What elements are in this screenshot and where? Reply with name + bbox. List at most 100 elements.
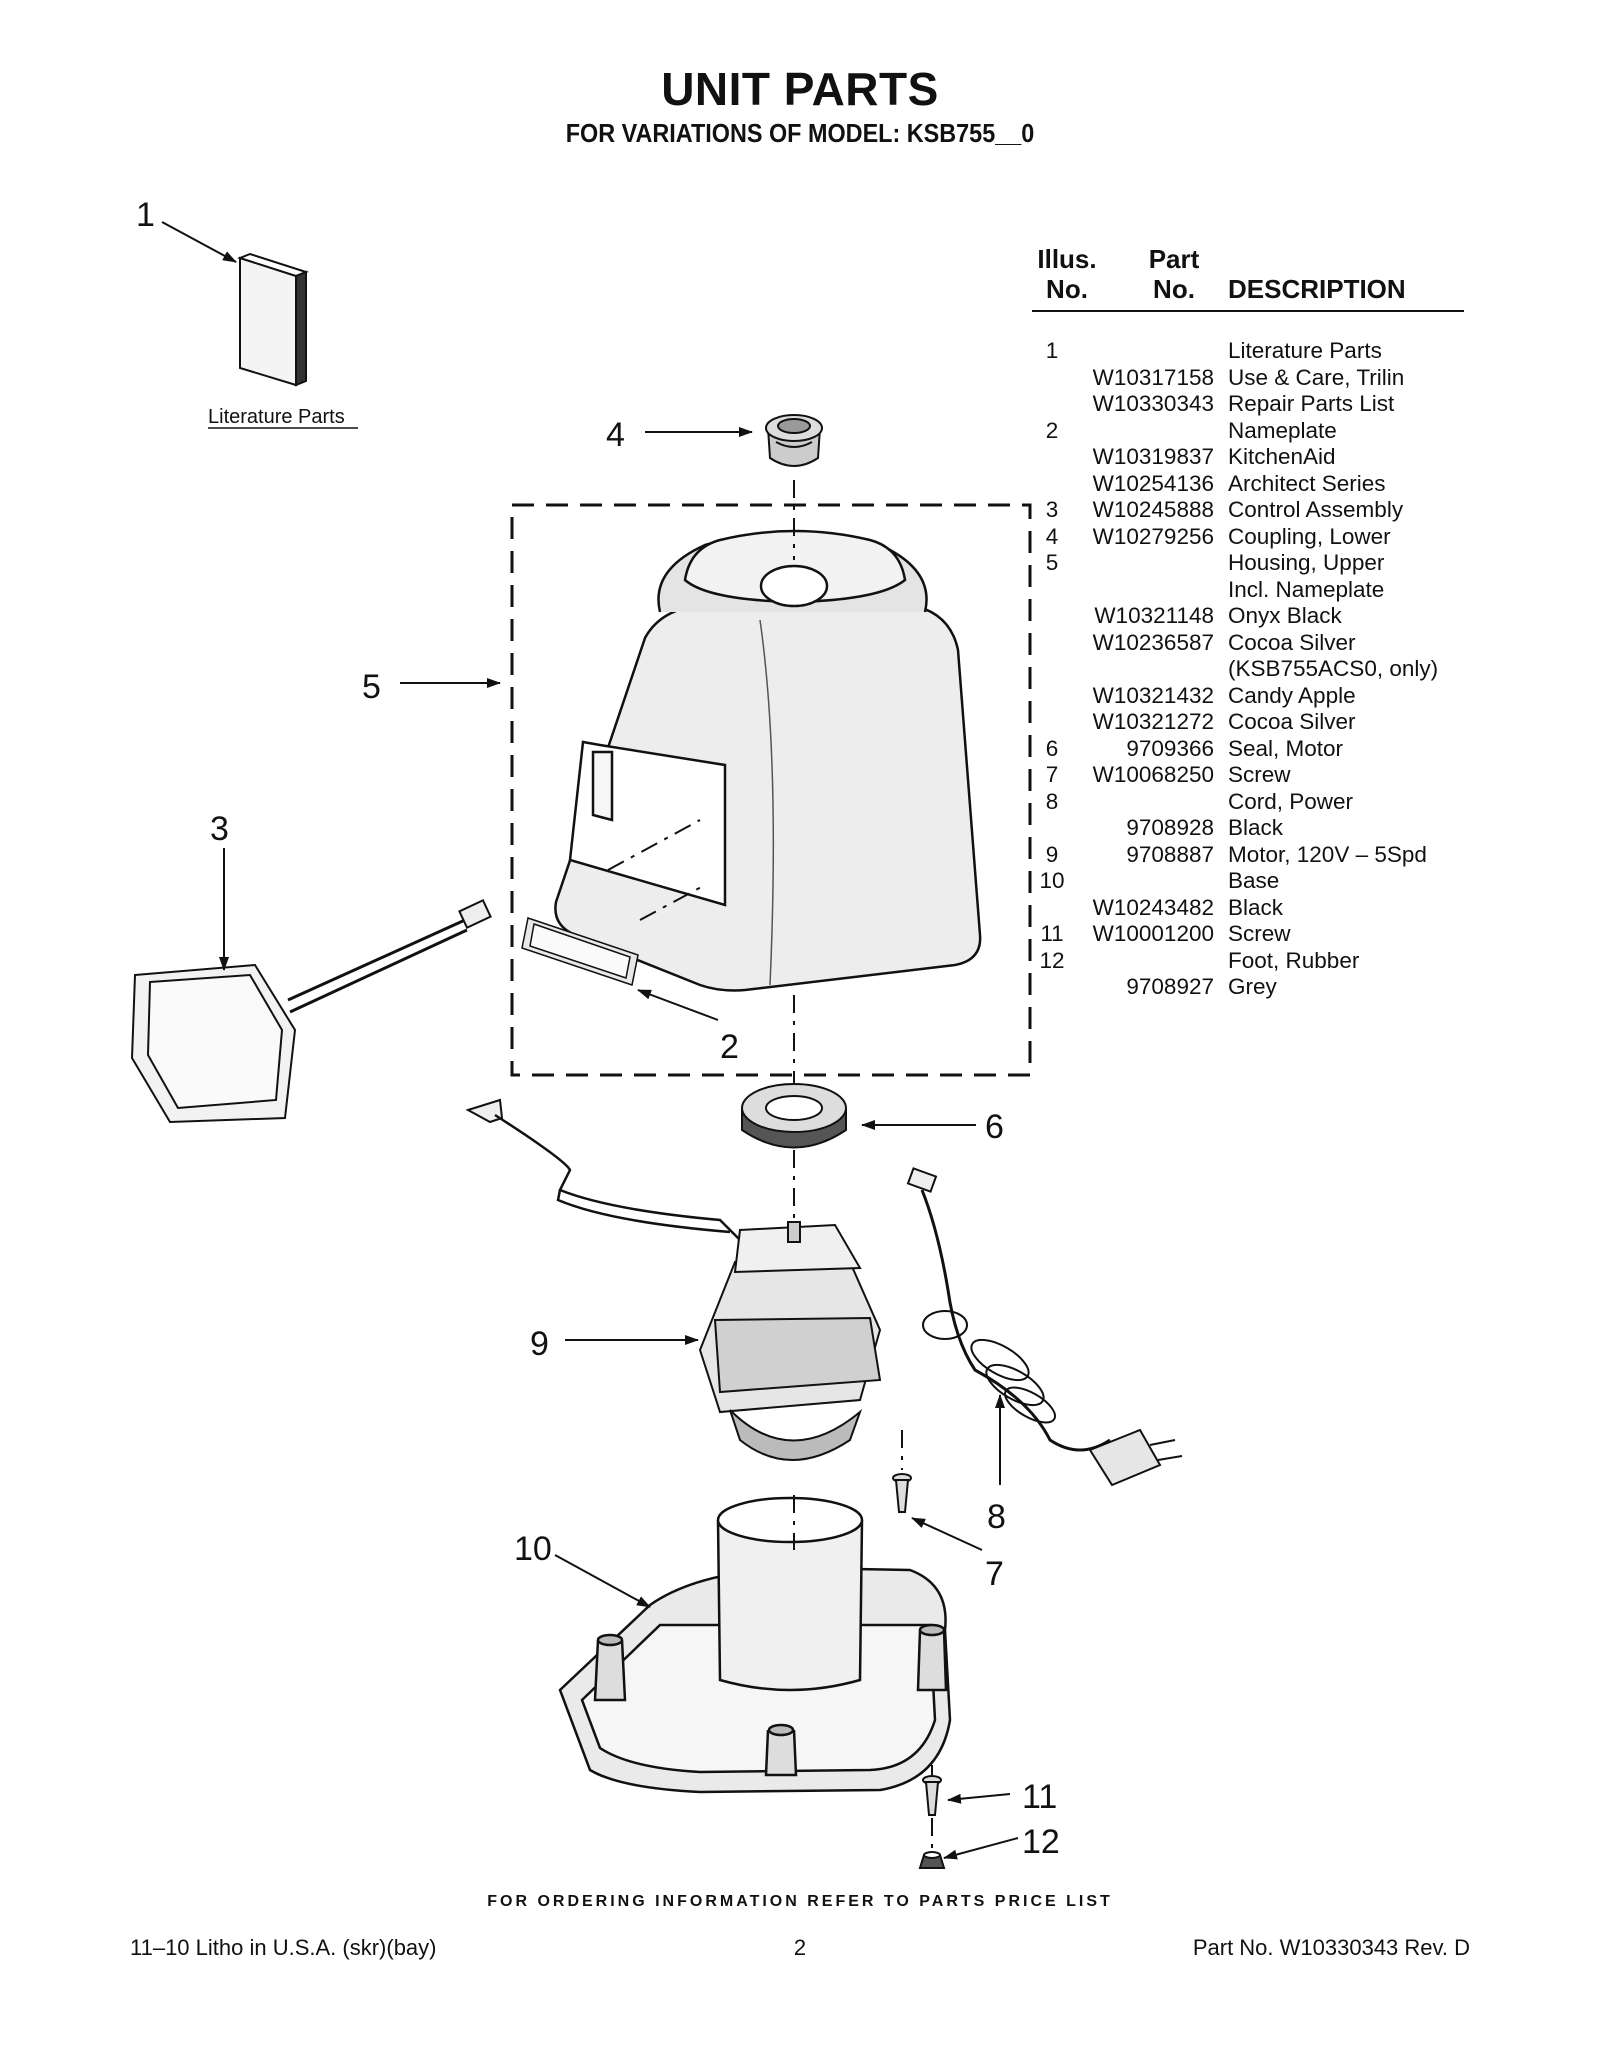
coupling-lower bbox=[765, 414, 823, 467]
callout-6: 6 bbox=[985, 1108, 1004, 1146]
power-cord bbox=[906, 1167, 1183, 1487]
table-row: W10243482 Black bbox=[1032, 895, 1472, 922]
rubber-foot bbox=[918, 1851, 946, 1869]
illus-no-cell: 11 bbox=[1040, 921, 1064, 946]
part-no-cell: 9708887 bbox=[1126, 841, 1214, 867]
upper-housing bbox=[554, 529, 982, 992]
part-no-cell: W10321272 bbox=[1092, 709, 1214, 734]
part-no-cell: W10330343 bbox=[1092, 391, 1214, 416]
part-no-cell: W10254136 bbox=[1092, 470, 1214, 496]
control-assembly bbox=[130, 899, 492, 1124]
illus-no-cell: 6 bbox=[1045, 735, 1059, 761]
description-cell: Cocoa Silver bbox=[1228, 709, 1356, 734]
table-row: (KSB755ACS0, only) bbox=[1032, 656, 1472, 683]
description-cell: Black bbox=[1228, 815, 1284, 840]
description-cell: Foot, Rubber bbox=[1228, 947, 1360, 973]
part-no-cell: 9709366 bbox=[1126, 735, 1214, 761]
callout-11: 11 bbox=[1022, 1778, 1057, 1816]
table-row: 6 9709366 Seal, Motor bbox=[1032, 736, 1472, 763]
callout-2: 2 bbox=[720, 1028, 739, 1066]
table-row: 7 W10068250 Screw bbox=[1032, 762, 1472, 789]
part-no-cell: 9708927 bbox=[1126, 974, 1214, 999]
table-row: 1 Literature Parts bbox=[1032, 338, 1472, 365]
screw-11 bbox=[922, 1775, 942, 1816]
assembly-axes bbox=[607, 480, 933, 1850]
base bbox=[558, 1496, 952, 1794]
motor bbox=[465, 1098, 882, 1461]
header-illus-no: Illus. No. bbox=[1037, 244, 1097, 304]
header-part-no: Part No. bbox=[1148, 244, 1200, 304]
header-rule bbox=[1032, 310, 1464, 312]
description-cell: (KSB755ACS0, only) bbox=[1228, 656, 1439, 681]
illus-no-cell: 7 bbox=[1045, 762, 1059, 787]
illus-no-cell: 9 bbox=[1045, 841, 1059, 867]
illus-no-cell: 8 bbox=[1045, 788, 1059, 814]
part-no-cell: W10319837 bbox=[1092, 444, 1214, 469]
description-cell: Screw bbox=[1228, 921, 1291, 946]
description-cell: Base bbox=[1228, 868, 1280, 893]
table-row: Incl. Nameplate bbox=[1032, 577, 1472, 604]
nameplate bbox=[521, 917, 639, 986]
description-cell: Use & Care, Trilin bbox=[1228, 364, 1405, 390]
callout-leaders bbox=[161, 221, 1019, 1860]
callout-10: 10 bbox=[514, 1530, 552, 1568]
part-no-cell: 9708928 bbox=[1126, 815, 1214, 840]
part-no-cell: W10068250 bbox=[1092, 762, 1214, 787]
illus-no-cell: 12 bbox=[1039, 947, 1065, 973]
description-cell: Black bbox=[1228, 894, 1284, 920]
description-cell: KitchenAid bbox=[1228, 444, 1336, 469]
part-no-cell: W10317158 bbox=[1092, 364, 1214, 390]
illus-no-cell: 2 bbox=[1045, 417, 1059, 443]
footer-part-number: Part No. W10330343 Rev. D bbox=[1192, 1935, 1470, 1960]
table-row: W10321148 Onyx Black bbox=[1032, 603, 1472, 630]
table-row: 11 W10001200 Screw bbox=[1032, 921, 1472, 948]
ordering-note: FOR ORDERING INFORMATION REFER TO PARTS … bbox=[487, 1893, 1113, 1910]
callout-5: 5 bbox=[362, 668, 381, 706]
description-cell: Seal, Motor bbox=[1228, 735, 1344, 761]
table-row: 9708927 Grey bbox=[1032, 974, 1472, 1001]
page-subtitle: FOR VARIATIONS OF MODEL: KSB755__0 bbox=[565, 118, 1035, 148]
screw-7 bbox=[892, 1473, 912, 1513]
motor-seal bbox=[741, 1083, 847, 1149]
description-cell: Onyx Black bbox=[1228, 603, 1342, 628]
part-no-cell: W10001200 bbox=[1092, 921, 1214, 946]
footer-litho: 11–10 Litho in U.S.A. (skr)(bay) bbox=[130, 1935, 437, 1960]
description-cell: Candy Apple bbox=[1228, 682, 1356, 708]
page-title: UNIT PARTS bbox=[661, 63, 939, 115]
description-cell: Motor, 120V – 5Spd bbox=[1228, 841, 1427, 867]
callout-4: 4 bbox=[606, 416, 625, 454]
page-number: 2 bbox=[793, 1935, 807, 1960]
description-cell: Housing, Upper bbox=[1228, 550, 1385, 575]
callout-7: 7 bbox=[985, 1555, 1004, 1593]
description-cell: Coupling, Lower bbox=[1228, 523, 1391, 549]
callout-8: 8 bbox=[987, 1498, 1006, 1536]
table-row: 12 Foot, Rubber bbox=[1032, 948, 1472, 975]
table-row: W10254136 Architect Series bbox=[1032, 471, 1472, 498]
description-cell: Architect Series bbox=[1228, 470, 1386, 496]
illus-no-cell: 1 bbox=[1045, 338, 1059, 363]
description-cell: Cocoa Silver bbox=[1228, 629, 1356, 655]
table-row: W10319837 KitchenAid bbox=[1032, 444, 1472, 471]
table-row: W10321272 Cocoa Silver bbox=[1032, 709, 1472, 736]
literature-caption: Literature Parts bbox=[208, 406, 345, 428]
description-cell: Grey bbox=[1228, 974, 1277, 999]
description-cell: Screw bbox=[1228, 762, 1291, 787]
header-description: DESCRIPTION bbox=[1228, 274, 1406, 304]
table-row: 9708928 Black bbox=[1032, 815, 1472, 842]
table-row: W10317158 Use & Care, Trilin bbox=[1032, 365, 1472, 392]
description-cell: Control Assembly bbox=[1228, 497, 1404, 522]
description-cell: Incl. Nameplate bbox=[1228, 576, 1385, 602]
literature-booklet bbox=[237, 252, 309, 387]
part-no-cell: W10321148 bbox=[1094, 603, 1214, 628]
part-no-cell: W10243482 bbox=[1092, 894, 1214, 920]
description-cell: Literature Parts bbox=[1228, 338, 1382, 363]
table-row: 9 9708887 Motor, 120V – 5Spd bbox=[1032, 842, 1472, 869]
illus-no-cell: 3 bbox=[1045, 497, 1059, 522]
